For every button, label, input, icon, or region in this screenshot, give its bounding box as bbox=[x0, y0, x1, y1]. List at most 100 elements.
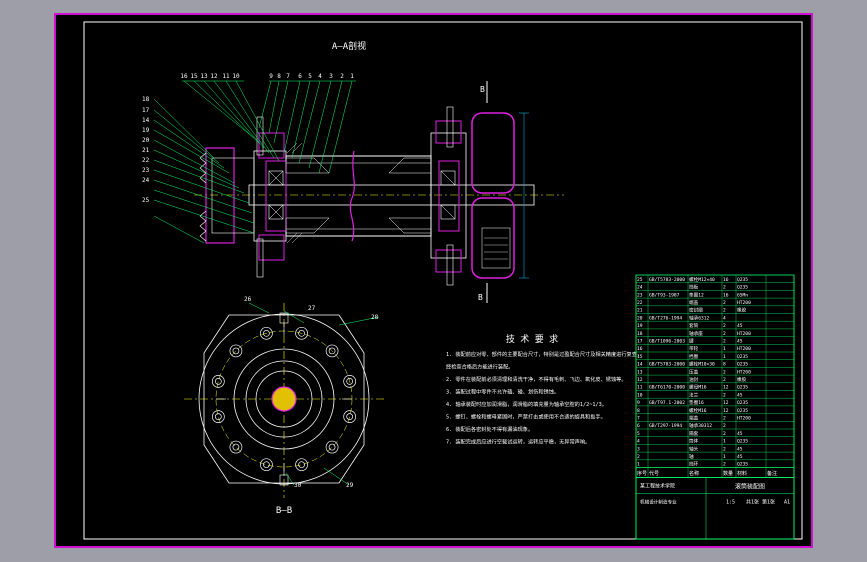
parts-table-cell: 4 bbox=[723, 315, 726, 321]
callout-label: 15 bbox=[190, 73, 198, 80]
callout-label: 22 bbox=[142, 157, 150, 164]
parts-table-cell: 12 bbox=[723, 408, 729, 414]
parts-table-cell: HT200 bbox=[737, 346, 751, 352]
bolt-hole bbox=[260, 458, 273, 472]
parts-table-header: 序号 bbox=[637, 470, 647, 477]
callout-label: 12 bbox=[210, 73, 218, 80]
parts-table-cell: 轴承30312 bbox=[689, 422, 712, 429]
callout-label: 17 bbox=[142, 107, 150, 114]
parts-table-cell: HT200 bbox=[737, 331, 751, 337]
bolt-hole bbox=[229, 440, 243, 454]
parts-table-cell: 螺栓M12×40 bbox=[689, 276, 715, 283]
callout-label: 10 bbox=[232, 73, 240, 80]
parts-table-cell: 垫圈12 bbox=[689, 291, 704, 298]
parts-table-cell: 45 bbox=[737, 392, 743, 398]
bolt-hole-inner bbox=[328, 347, 336, 355]
parts-table-cell: 套筒 bbox=[689, 322, 699, 329]
callout-label: 21 bbox=[142, 147, 150, 154]
parts-table-cell: 2 bbox=[723, 300, 726, 306]
parts-table-cell: Q235 bbox=[737, 462, 748, 468]
parts-table-cell: 2 bbox=[723, 431, 726, 437]
parts-table-header: 材料 bbox=[737, 470, 747, 477]
parts-table-cell: GB/T1096-2003 bbox=[649, 339, 685, 345]
leader-lines-top bbox=[182, 80, 356, 174]
parts-table-cell: GB/T276-1994 bbox=[649, 315, 682, 321]
callout-label: 28 bbox=[371, 314, 379, 321]
bolt-hole-inner bbox=[298, 329, 305, 337]
tech-req-list: 1. 装配前应对零、部件的主要配合尺寸，特别是过盈配合尺寸及相关精度进行复查， … bbox=[446, 350, 642, 446]
parts-table-cell: HT200 bbox=[737, 300, 751, 306]
parts-table-cell: 1 bbox=[723, 354, 726, 360]
parts-table-cell: Q235 bbox=[737, 277, 748, 283]
parts-table-cell: HT200 bbox=[737, 416, 751, 422]
section-marker-b-bottom: B bbox=[478, 293, 483, 302]
parts-table-cell: 12 bbox=[637, 377, 643, 383]
parts-table-header: 名称 bbox=[689, 470, 699, 477]
tech-req-line: 3. 装配过程中零件不允许磕、碰、划伤和锈蚀。 bbox=[446, 388, 559, 396]
tech-req-line: 1. 装配前应对零、部件的主要配合尺寸，特别是过盈配合尺寸及相关精度进行复查， bbox=[446, 350, 642, 358]
parts-table-cell: 6 bbox=[637, 423, 640, 429]
callout-label: 11 bbox=[222, 73, 230, 80]
title-block-drawing-name: 滚筒装配图 bbox=[735, 483, 765, 491]
parts-table-cell: Q235 bbox=[737, 362, 748, 368]
tech-req-line: 4. 轴承装配时应加润滑脂，润滑脂的填充量为轴承空腔的1/2~1/3。 bbox=[446, 400, 607, 408]
bolt-hole-inner bbox=[263, 461, 270, 469]
parts-table-cell: GB/T5783-2000 bbox=[649, 277, 685, 283]
leader-lines-left bbox=[153, 98, 255, 244]
parts-table-cell: 10 bbox=[637, 392, 643, 398]
bolt-hole bbox=[325, 440, 339, 454]
parts-table-cell: 隔套 bbox=[689, 430, 699, 437]
parts-table-cell: 1 bbox=[723, 439, 726, 445]
parts-table-cell: 2 bbox=[723, 285, 726, 291]
parts-table-cell: 12 bbox=[723, 385, 729, 391]
parts-table-cell: 2 bbox=[723, 308, 726, 314]
parts-table-header: 代号 bbox=[649, 470, 659, 477]
tech-req-line: 7. 装配完成后应进行空载试运转，运转应平稳，无异常声响。 bbox=[446, 438, 590, 446]
parts-table-cell: 键 bbox=[689, 338, 694, 345]
tech-req-title: 技 术 要 求 bbox=[506, 333, 558, 345]
drawing-sheet: A—A剖视 bbox=[54, 13, 813, 548]
parts-table-cell: 45 bbox=[737, 431, 743, 437]
parts-table-cell: 4 bbox=[637, 439, 640, 445]
parts-table-cell: 8 bbox=[637, 408, 640, 414]
callout-label: 8 bbox=[277, 73, 281, 80]
callout-label: 2 bbox=[340, 73, 344, 80]
parts-table-header: 数量 bbox=[723, 470, 733, 477]
section-bb-view bbox=[184, 303, 384, 498]
parts-table-cell: 筒体 bbox=[689, 438, 699, 445]
parts-table-cell: Q235 bbox=[737, 385, 748, 391]
parts-table-cell: 25 bbox=[637, 277, 643, 283]
callout-label: 3 bbox=[329, 73, 333, 80]
parts-table-cell: GB/T297-1994 bbox=[649, 423, 682, 429]
bolt-hole-inner bbox=[263, 329, 270, 337]
tech-req-line: 5. 螺钉、螺栓和螺母紧固时，严禁打击或使用不合适的旋具和扳手。 bbox=[446, 413, 606, 421]
parts-table-cell: GB/T6170-2000 bbox=[649, 385, 685, 391]
parts-table-cell: 2 bbox=[723, 462, 726, 468]
parts-table-cell: 7 bbox=[637, 416, 640, 422]
parts-table-cell: 65Mn bbox=[737, 292, 748, 298]
bolt-hole bbox=[211, 375, 225, 388]
parts-table-cell: 45 bbox=[737, 339, 743, 345]
section-aa-view: B B bbox=[194, 81, 564, 303]
inner-frame bbox=[83, 21, 803, 540]
parts-table-cell: 挡环 bbox=[689, 461, 699, 468]
tech-req-line: 2. 零件在装配前必须清理和清洗干净，不得有毛刺、飞边、氧化皮、锈蚀等。 bbox=[446, 375, 627, 383]
parts-table-cell: 19 bbox=[637, 323, 643, 329]
parts-table-cell: GB/T93-1987 bbox=[649, 292, 680, 298]
callout-label: 20 bbox=[142, 137, 150, 144]
parts-table-cell: 橡胶 bbox=[737, 307, 747, 314]
title-block-size: A1 bbox=[784, 500, 790, 506]
parts-table-cell: 端盖 bbox=[689, 415, 699, 422]
parts-table-cell: 1 bbox=[723, 346, 726, 352]
parts-table-cell: 2 bbox=[723, 446, 726, 452]
section-aa-title: A—A剖视 bbox=[332, 40, 366, 52]
bolt-hole-inner bbox=[232, 443, 240, 451]
parts-table-cell: 螺母M16 bbox=[689, 384, 707, 391]
parts-table-cell: 1 bbox=[723, 454, 726, 460]
parts-table-cell: 45 bbox=[737, 446, 743, 452]
parts-table-cell: 2 bbox=[723, 392, 726, 398]
callout-label: 9 bbox=[269, 73, 273, 80]
bolt-hole bbox=[295, 326, 308, 340]
callout-label: 4 bbox=[318, 73, 322, 80]
callout-label: 18 bbox=[142, 96, 150, 103]
